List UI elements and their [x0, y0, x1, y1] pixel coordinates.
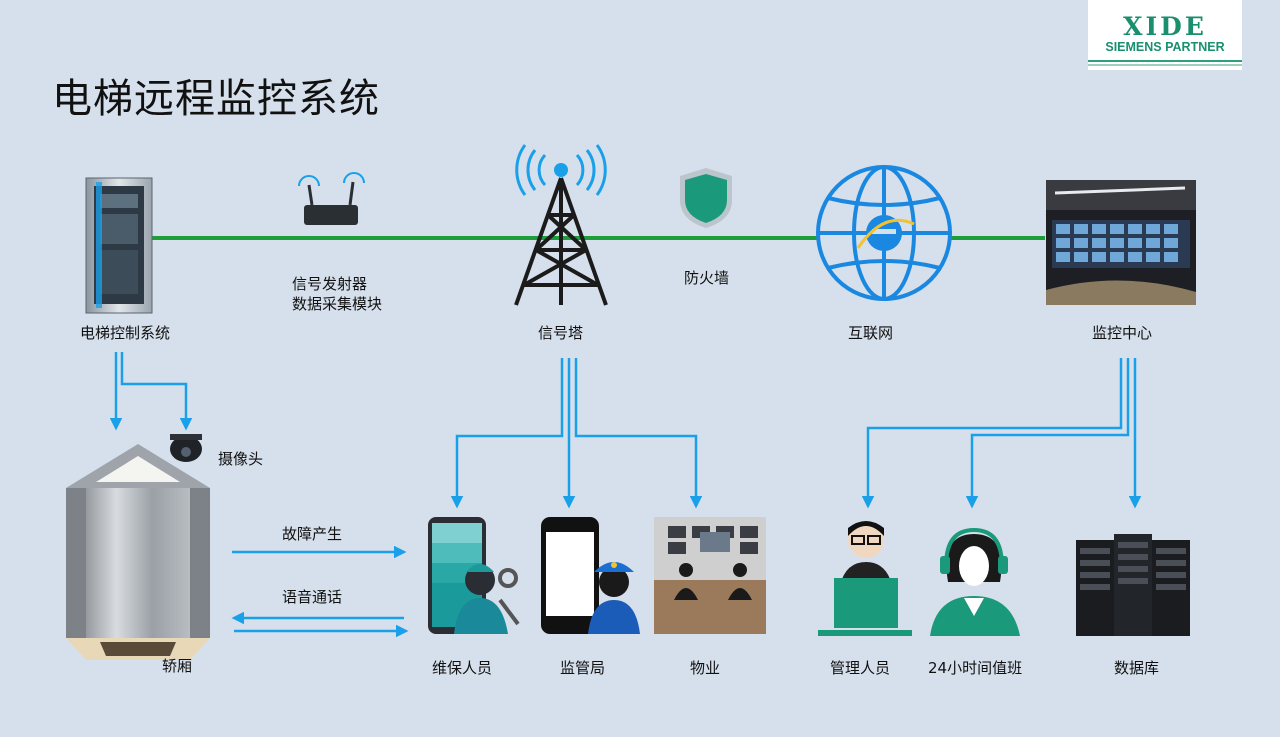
- control-system-label: 电梯控制系统: [80, 324, 171, 342]
- control-to-car-arrows: [109, 352, 193, 431]
- control-cabinet-icon: [85, 177, 153, 314]
- page-title: 电梯远程监控系统: [52, 76, 380, 122]
- logo-brand: XIDE: [1123, 12, 1207, 41]
- voice-label: 语音通话: [282, 588, 343, 606]
- transmitter-label-2: 数据采集模块: [292, 295, 383, 313]
- camera-icon: [170, 434, 202, 462]
- monitor-center-label: 监控中心: [1092, 324, 1153, 342]
- tower-fanout-arrows: [450, 358, 703, 509]
- manager-icon: [818, 521, 912, 636]
- duty-label: 24小时间值班: [928, 659, 1023, 677]
- logo-divider: [1088, 60, 1242, 62]
- regulator-officer-icon: [541, 517, 640, 634]
- car-label: 轿厢: [162, 657, 193, 675]
- maintenance-label: 维保人员: [432, 659, 493, 677]
- monitor-center-photo: [1046, 180, 1196, 305]
- property-label: 物业: [690, 659, 721, 677]
- internet-label: 互联网: [848, 324, 894, 342]
- center-fanout-arrows: [861, 358, 1142, 509]
- manager-label: 管理人员: [830, 659, 891, 677]
- xide-logo: XIDE SIEMENS PARTNER: [1088, 0, 1242, 70]
- signal-tower-label: 信号塔: [538, 324, 584, 342]
- logo-subtitle: SIEMENS PARTNER: [1105, 40, 1225, 54]
- signal-waves-icon: [515, 144, 607, 196]
- camera-label: 摄像头: [218, 450, 264, 468]
- regulator-label: 监管局: [560, 659, 606, 677]
- transmitter-label-1: 信号发射器: [292, 275, 368, 293]
- property-office-photo: [654, 517, 766, 634]
- signal-tower-icon: [514, 177, 608, 306]
- fault-label: 故障产生: [282, 525, 343, 543]
- maintenance-worker-icon: [428, 517, 520, 634]
- shield-icon: [680, 168, 732, 228]
- duty-operator-icon: [930, 527, 1020, 636]
- database-label: 数据库: [1114, 659, 1160, 677]
- firewall-label: 防火墙: [684, 269, 730, 287]
- logo-divider-2: [1088, 64, 1242, 66]
- elevator-car-icon: [66, 444, 210, 660]
- database-server-icon: [1076, 534, 1190, 636]
- router-icon: [298, 172, 365, 225]
- ie-browser-icon: [856, 215, 915, 251]
